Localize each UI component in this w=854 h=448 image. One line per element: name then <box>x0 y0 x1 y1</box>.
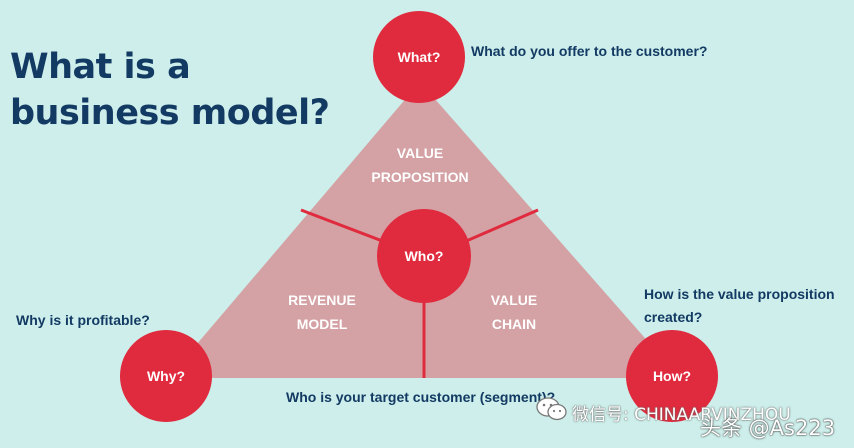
label-value-proposition-2: PROPOSITION <box>371 169 468 185</box>
divider-right <box>463 208 539 244</box>
question-what: What do you offer to the customer? <box>471 43 708 59</box>
label-revenue-model-1: REVENUE <box>288 292 356 308</box>
circle-why-label: Why? <box>147 368 185 384</box>
circle-why <box>120 330 212 422</box>
question-who: Who is your target customer (segment)? <box>286 389 556 405</box>
label-value-proposition-1: VALUE <box>397 145 443 161</box>
question-why: Why is it profitable? <box>16 312 150 328</box>
question-how-line-1: How is the value proposition <box>644 286 835 302</box>
wechat-icon <box>536 397 567 421</box>
label-revenue-model-2: MODEL <box>297 316 348 332</box>
question-how-line-2: created? <box>644 309 703 325</box>
circle-who-label: Who? <box>405 248 444 264</box>
watermark-wechat-id: 微信号: CHINAARVINZHOU <box>572 405 791 425</box>
label-value-chain-1: VALUE <box>491 292 537 308</box>
label-value-chain-2: CHAIN <box>492 316 536 332</box>
circle-how-label: How? <box>653 368 691 384</box>
circle-what-label: What? <box>398 49 441 65</box>
title-line-2: business model? <box>10 93 330 133</box>
page-title: What is a business model? <box>10 44 330 136</box>
watermark: 微信号: CHINAARVINZHOU 头条 @As223 <box>528 394 848 446</box>
divider-left <box>300 208 386 244</box>
circle-what <box>373 11 465 103</box>
circle-who <box>377 209 471 303</box>
circle-how <box>626 330 718 422</box>
watermark-toutiao-id: 头条 @As223 <box>700 416 836 440</box>
title-line-1: What is a <box>10 47 191 87</box>
